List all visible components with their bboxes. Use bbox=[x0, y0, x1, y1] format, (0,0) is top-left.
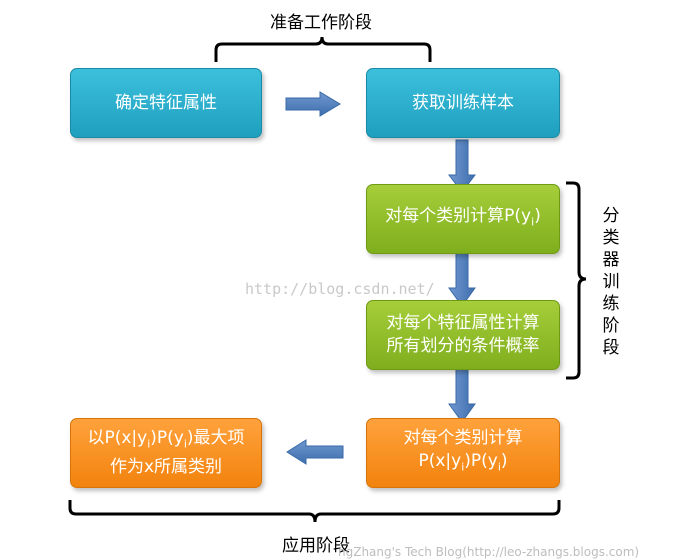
arrow-left bbox=[286, 439, 344, 465]
classifier-stage-char: 分 bbox=[602, 206, 620, 226]
classifier-stage-char: 练 bbox=[602, 294, 620, 314]
arrow-down-3 bbox=[448, 366, 476, 423]
classifier-stage-bracket bbox=[566, 181, 587, 380]
box-text-line2: 作为x所属类别 bbox=[109, 456, 223, 477]
prep-stage-bracket bbox=[214, 36, 432, 62]
classifier-stage-char: 类 bbox=[602, 228, 620, 248]
box-text: 确定特征属性 bbox=[115, 92, 217, 113]
classifier-stage-char: 器 bbox=[602, 250, 620, 270]
arrow-down-1 bbox=[447, 139, 477, 193]
box-text: 对每个类别计算P(yi) bbox=[385, 205, 541, 229]
apply-stage-label: 应用阶段 bbox=[282, 536, 350, 556]
classifier-stage-char: 段 bbox=[602, 338, 620, 358]
footer-watermark: ngZhang's Tech Blog(http://leo-zhangs.bl… bbox=[338, 545, 640, 559]
watermark: http://blog.csdn.net/ bbox=[245, 280, 435, 298]
box-compute-conditional: 对每个特征属性计算 所有划分的条件概率 bbox=[366, 300, 560, 370]
box-text: 获取训练样本 bbox=[412, 92, 514, 113]
box-take-max: 以P(x|yi)P(yi)最大项 作为x所属类别 bbox=[70, 418, 262, 488]
box-compute-prior: 对每个类别计算P(yi) bbox=[366, 184, 560, 254]
box-compute-joint: 对每个类别计算 P(x|yi)P(yi) bbox=[366, 418, 560, 488]
box-text-line1: 以P(x|yi)P(yi)最大项 bbox=[87, 428, 245, 451]
apply-stage-bracket bbox=[68, 500, 561, 523]
box-determine-features: 确定特征属性 bbox=[70, 68, 262, 138]
box-get-training-samples: 获取训练样本 bbox=[366, 68, 560, 138]
arrow-right bbox=[285, 91, 341, 117]
box-text-line2: 所有划分的条件概率 bbox=[386, 336, 540, 356]
box-text-line1: 对每个类别计算 bbox=[403, 428, 523, 449]
prep-stage-label: 准备工作阶段 bbox=[270, 13, 372, 33]
classifier-stage-char: 阶 bbox=[602, 316, 620, 336]
box-text-line2: P(x|yi)P(yi) bbox=[418, 451, 508, 474]
box-text-line1: 对每个特征属性计算 bbox=[386, 313, 540, 333]
arrow-down-2 bbox=[448, 249, 476, 307]
classifier-stage-char: 训 bbox=[602, 272, 620, 292]
